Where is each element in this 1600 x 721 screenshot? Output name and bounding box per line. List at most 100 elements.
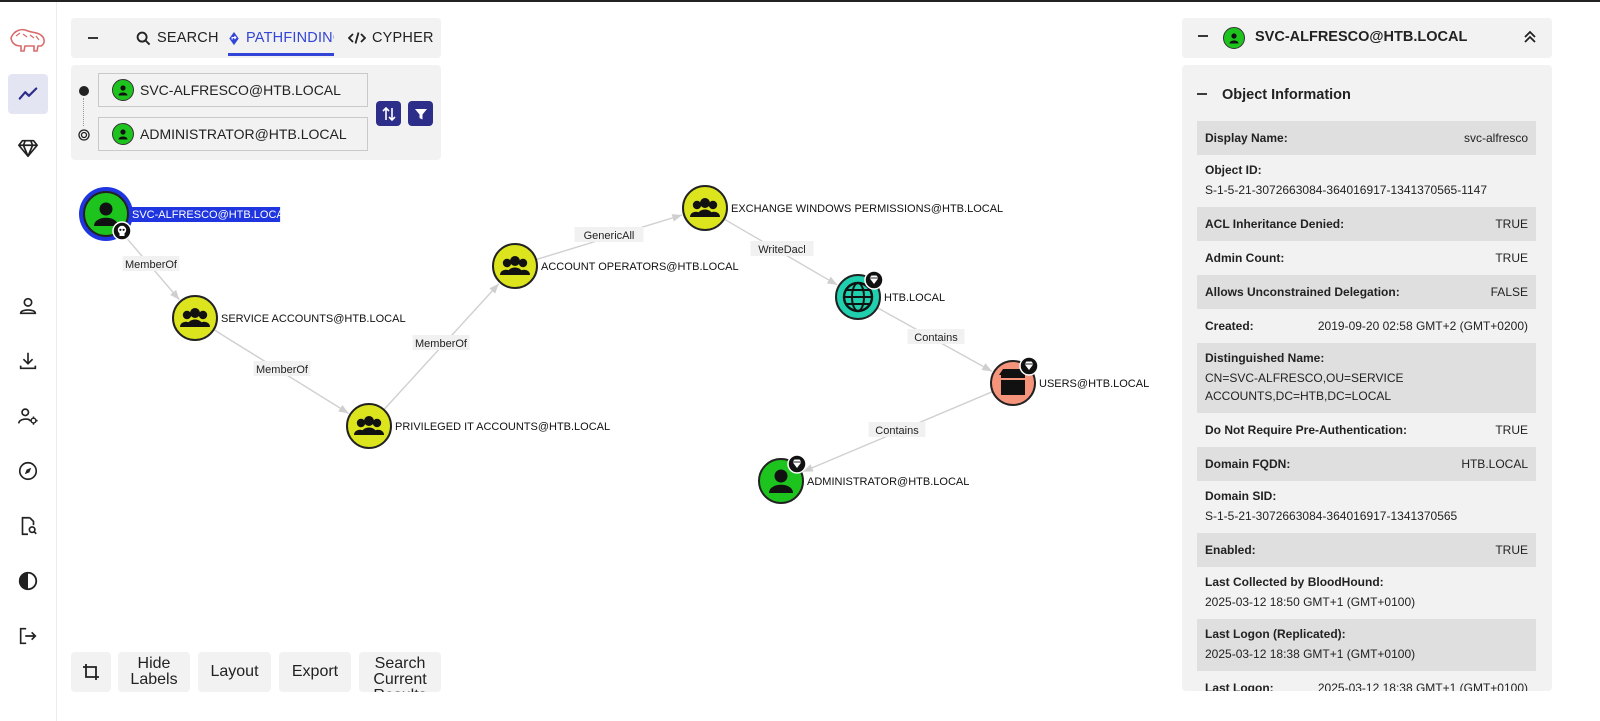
user-icon-head	[774, 469, 788, 483]
entity-title: SVC-ALFRESCO@HTB.LOCAL	[1255, 29, 1468, 45]
graph-node-admin[interactable]: ADMINISTRATOR@HTB.LOCAL	[758, 454, 969, 504]
user-icon	[112, 79, 134, 101]
property-key: Last Logon (Replicated):	[1205, 627, 1346, 641]
graph-node-svc[interactable]: SVC-ALFRESCO@HTB.LOCAL	[79, 187, 290, 241]
layout-button[interactable]: Layout	[198, 652, 271, 692]
object-information-section-header[interactable]: Object Information	[1196, 83, 1351, 106]
edge-label: GenericAll	[584, 230, 635, 242]
tab-cypher-label: CYPHER	[372, 30, 434, 46]
edge-label: Contains	[914, 332, 958, 344]
node-label-highlight	[130, 207, 281, 222]
nav-logout-button[interactable]	[8, 616, 48, 656]
nav-user-button[interactable]	[8, 286, 48, 326]
group-icon-head	[182, 310, 192, 320]
property-row: Last Collected by BloodHound:2025-03-12 …	[1197, 567, 1536, 619]
node-label: SERVICE ACCOUNTS@HTB.LOCAL	[221, 313, 406, 325]
group-icon-head	[708, 200, 718, 210]
globe-icon-parallels	[844, 289, 872, 305]
group-icon-head	[356, 418, 366, 428]
property-row: Display Name:svc-alfresco	[1197, 121, 1536, 155]
logout-icon	[19, 627, 37, 645]
swap-nodes-button[interactable]	[376, 101, 401, 126]
tab-cypher[interactable]: CYPHER	[348, 18, 434, 58]
property-value: 2025-03-12 18:50 GMT+1 (GMT+0100)	[1205, 595, 1416, 609]
tab-pathfinding[interactable]: PATHFINDING	[228, 18, 334, 58]
graph-node-ao[interactable]: ACCOUNT OPERATORS@HTB.LOCAL	[492, 243, 739, 289]
minus-icon	[1196, 83, 1208, 106]
user-icon-head	[99, 202, 113, 216]
graph-node-users[interactable]: USERS@HTB.LOCAL	[990, 356, 1149, 406]
group-icon-head	[502, 258, 512, 268]
edge-filter-button[interactable]	[408, 101, 433, 126]
nav-explore-button[interactable]	[8, 74, 48, 114]
nav-gem-button[interactable]	[8, 128, 48, 168]
group-icon-body	[187, 319, 203, 327]
graph-node-sa[interactable]: SERVICE ACCOUNTS@HTB.LOCAL	[172, 295, 406, 341]
node-label: USERS@HTB.LOCAL	[1039, 378, 1149, 390]
nav-compass-button[interactable]	[8, 451, 48, 491]
user-icon-body	[94, 217, 118, 226]
skull-icon-eye	[119, 228, 122, 231]
graph-node-dom[interactable]: HTB.LOCAL	[835, 270, 945, 320]
edge-label-background	[122, 256, 180, 271]
edge-label-background	[907, 329, 965, 344]
property-row: ACL Inheritance Denied:TRUE	[1197, 207, 1536, 241]
property-key: Object ID:	[1205, 163, 1262, 177]
property-key: Enabled:	[1205, 543, 1256, 557]
nav-user-admin-button[interactable]	[8, 396, 48, 436]
nav-download-button[interactable]	[8, 341, 48, 381]
group-icon-head	[700, 198, 710, 208]
edge-label-background	[750, 241, 814, 256]
object-information-title: Object Information	[1222, 86, 1351, 103]
graph-node-ewp[interactable]: EXCHANGE WINDOWS PERMISSIONS@HTB.LOCAL	[682, 185, 1003, 231]
collapse-search-button[interactable]	[83, 28, 103, 48]
property-row: Enabled:TRUE	[1197, 533, 1536, 567]
start-node-value: SVC-ALFRESCO@HTB.LOCAL	[140, 82, 341, 98]
property-key: Domain SID:	[1205, 489, 1277, 503]
user-gear-icon	[18, 408, 38, 425]
bloodhound-logo-icon[interactable]	[8, 24, 48, 56]
crop-button[interactable]	[71, 652, 111, 692]
property-value: TRUE	[1495, 251, 1528, 265]
property-key: Admin Count:	[1205, 251, 1285, 265]
property-value: 2025-03-12 18:38 GMT+1 (GMT+0100)	[1205, 647, 1416, 661]
entity-panel-header: SVC-ALFRESCO@HTB.LOCAL	[1182, 18, 1552, 58]
property-row: Distinguished Name:CN=SVC-ALFRESCO,OU=SE…	[1197, 343, 1536, 413]
group-icon-head	[510, 256, 520, 266]
node-label: HTB.LOCAL	[884, 292, 945, 304]
hide-labels-button[interactable]: Hide Labels	[118, 652, 190, 692]
property-value: 2025-03-12 18:38 GMT+1 (GMT+0100)	[1317, 681, 1528, 691]
graph-node-pit[interactable]: PRIVILEGED IT ACCOUNTS@HTB.LOCAL	[346, 403, 610, 449]
group-icon-head	[692, 200, 702, 210]
node-label: EXCHANGE WINDOWS PERMISSIONS@HTB.LOCAL	[731, 203, 1003, 215]
node-label: SVC-ALFRESCO@HTB.LOCAL	[132, 209, 290, 221]
property-row: Do Not Require Pre-Authentication:TRUE	[1197, 413, 1536, 447]
property-value: HTB.LOCAL	[1461, 457, 1528, 471]
node-label: ACCOUNT OPERATORS@HTB.LOCAL	[541, 261, 739, 273]
pathfinding-panel: SVC-ALFRESCO@HTB.LOCAL ADMINISTRATOR@HTB…	[71, 65, 441, 160]
edge-label-background	[868, 422, 926, 437]
property-row: Last Logon (Replicated): 2025-03-12 18:38…	[1197, 619, 1536, 671]
property-row: Domain SID:S-1-5-21-3072663084-364016917…	[1197, 481, 1536, 533]
nav-theme-button[interactable]	[8, 561, 48, 601]
group-icon-body	[361, 427, 377, 435]
property-value: 2019-09-20 02:58 GMT+2 (GMT+0200)	[1317, 319, 1528, 333]
edge-label-background	[574, 227, 644, 242]
end-node-field[interactable]: ADMINISTRATOR@HTB.LOCAL	[98, 117, 368, 151]
nav-doc-search-button[interactable]	[8, 506, 48, 546]
start-node-field[interactable]: SVC-ALFRESCO@HTB.LOCAL	[98, 73, 368, 107]
collapse-entity-panel-button[interactable]	[1196, 28, 1210, 46]
doc-search-icon	[21, 516, 37, 536]
group-icon-head	[518, 258, 528, 268]
property-value: TRUE	[1495, 423, 1528, 437]
tab-search[interactable]: SEARCH	[136, 18, 219, 58]
edge-label: MemberOf	[256, 364, 309, 376]
chevrons-up-icon[interactable]	[1522, 28, 1538, 51]
search-current-results-button[interactable]: Search Current Results	[359, 652, 441, 692]
user-icon-body	[769, 484, 793, 493]
pathfinding-icon	[228, 31, 240, 46]
entity-panel-body: Object Information Display Name:svc-alfr…	[1182, 65, 1552, 691]
export-button[interactable]: Export	[279, 652, 351, 692]
